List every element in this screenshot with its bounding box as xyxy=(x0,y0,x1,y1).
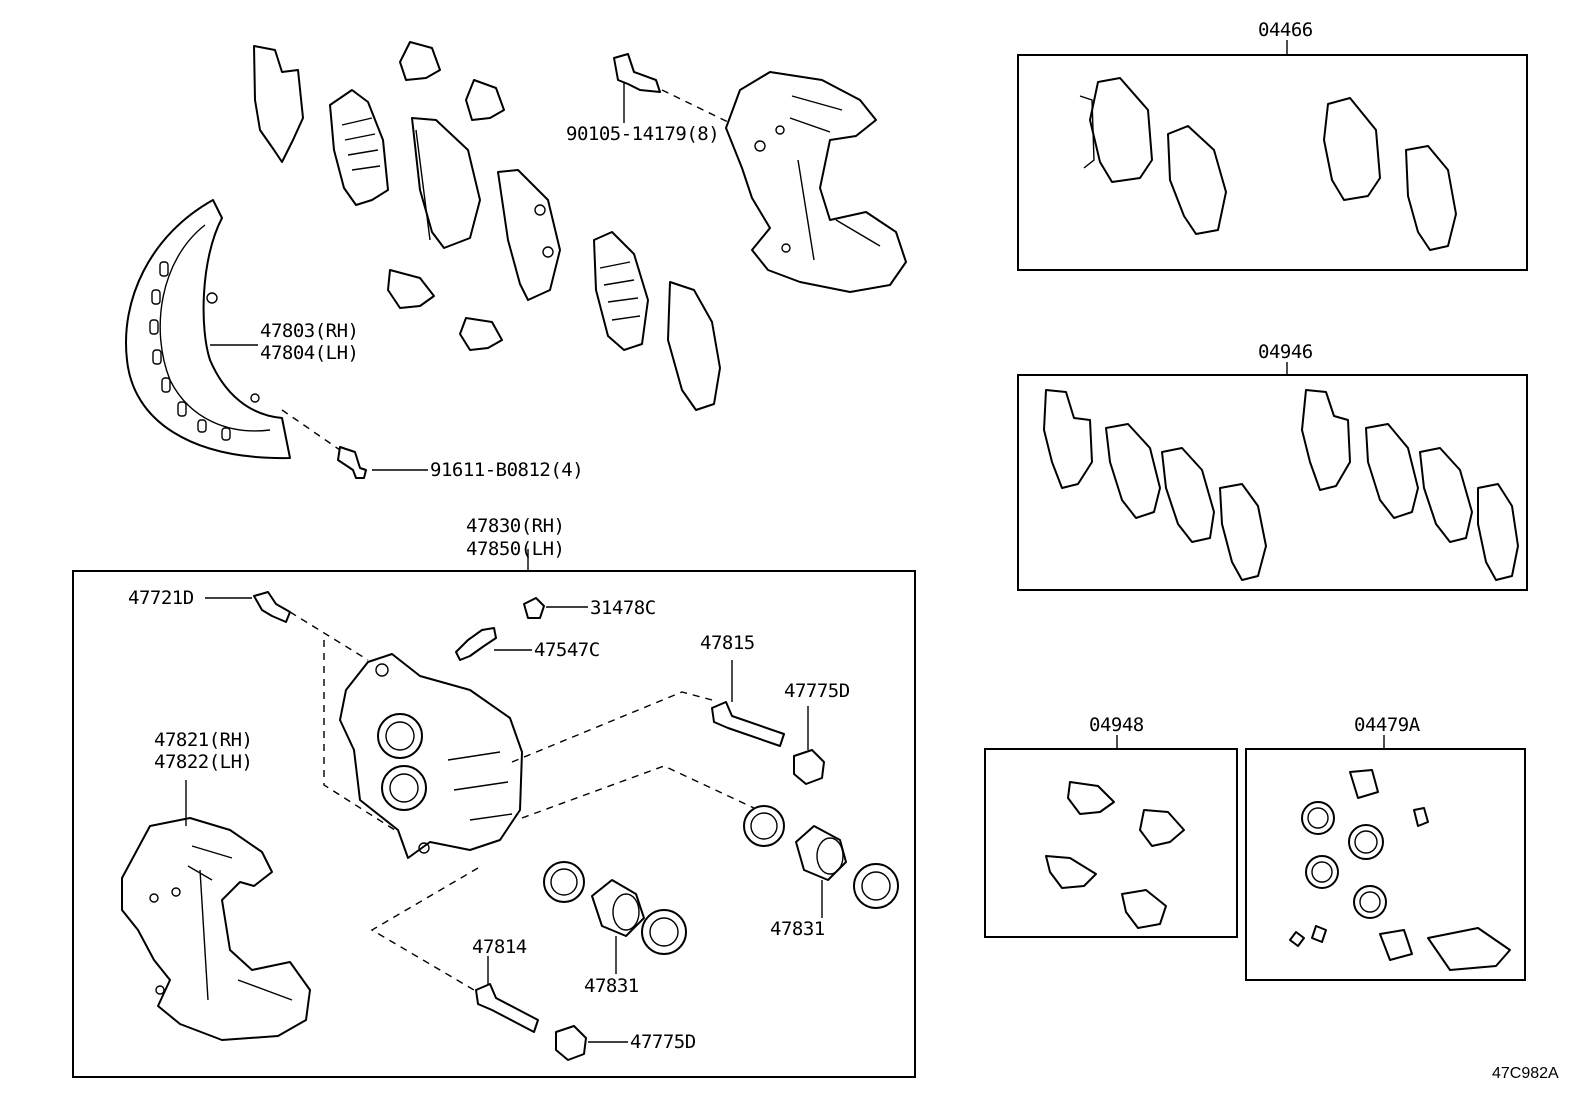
label-47547c: 47547C xyxy=(534,639,600,661)
label-04948: 04948 xyxy=(1089,714,1144,736)
top-mounting-part xyxy=(725,71,907,293)
kit-04946-frame xyxy=(1017,374,1528,591)
boot-lower-part xyxy=(555,1025,628,1061)
kit-04948-frame xyxy=(984,748,1238,938)
label-47775d-upper: 47775D xyxy=(784,680,850,702)
label-91611-b0812: 91611-B0812(4) xyxy=(430,459,583,481)
seal-right-outer-part xyxy=(853,863,899,909)
label-47815: 47815 xyxy=(700,632,755,654)
label-90105-14179: 90105-14179(8) xyxy=(566,123,719,145)
label-47803-rh: 47803(RH) xyxy=(260,320,358,342)
label-04466: 04466 xyxy=(1258,19,1313,41)
label-47850-lh: 47850(LH) xyxy=(466,538,564,560)
label-47804-lh: 47804(LH) xyxy=(260,342,358,364)
cylinder-assy-frame xyxy=(72,570,916,1078)
label-47830-rh: 47830(RH) xyxy=(466,515,564,537)
kit-04466-parts xyxy=(1079,77,1457,251)
label-47821-rh: 47821(RH) xyxy=(154,729,252,751)
dust-cover-part xyxy=(125,199,291,460)
mounting-lower-part xyxy=(121,780,311,1041)
label-47775d-lower: 47775D xyxy=(630,1031,696,1053)
label-04946: 04946 xyxy=(1258,341,1313,363)
label-47831-lower: 47831 xyxy=(584,975,639,997)
label-31478c: 31478C xyxy=(590,597,656,619)
diagram-code: 47C982A xyxy=(1492,1065,1559,1082)
slide-pin-lower-part xyxy=(475,956,539,1033)
kit-04479a-parts xyxy=(1289,769,1511,971)
pad-set-exploded xyxy=(253,41,721,411)
kit-04946-parts xyxy=(1043,389,1519,581)
seal-right-part xyxy=(743,805,785,847)
boot-upper-part xyxy=(793,706,825,785)
kit-04466-frame xyxy=(1017,54,1528,271)
union-bolt-part xyxy=(455,627,532,661)
label-47814: 47814 xyxy=(472,936,527,958)
bleeder-cap-part xyxy=(523,597,588,619)
piston-lower-part xyxy=(591,879,645,974)
dust-cover-bolt-part xyxy=(281,409,428,479)
bleeder-plug-part xyxy=(205,591,291,623)
kit-04479a-frame xyxy=(1245,748,1526,981)
label-04479a: 04479A xyxy=(1354,714,1421,736)
slide-pin-upper-part xyxy=(711,660,785,747)
cylinder-dashes xyxy=(289,611,755,991)
label-47822-lh: 47822(LH) xyxy=(154,751,252,773)
kit-04948-parts xyxy=(1045,781,1185,929)
seal-lower-outer-part xyxy=(641,909,687,955)
seal-lower-part xyxy=(543,861,585,903)
caliper-cylinder-part xyxy=(339,653,523,859)
label-47831-right: 47831 xyxy=(770,918,825,940)
piston-right-part xyxy=(795,825,847,918)
label-47721d: 47721D xyxy=(128,587,194,609)
bolt-90105-part xyxy=(613,53,729,123)
